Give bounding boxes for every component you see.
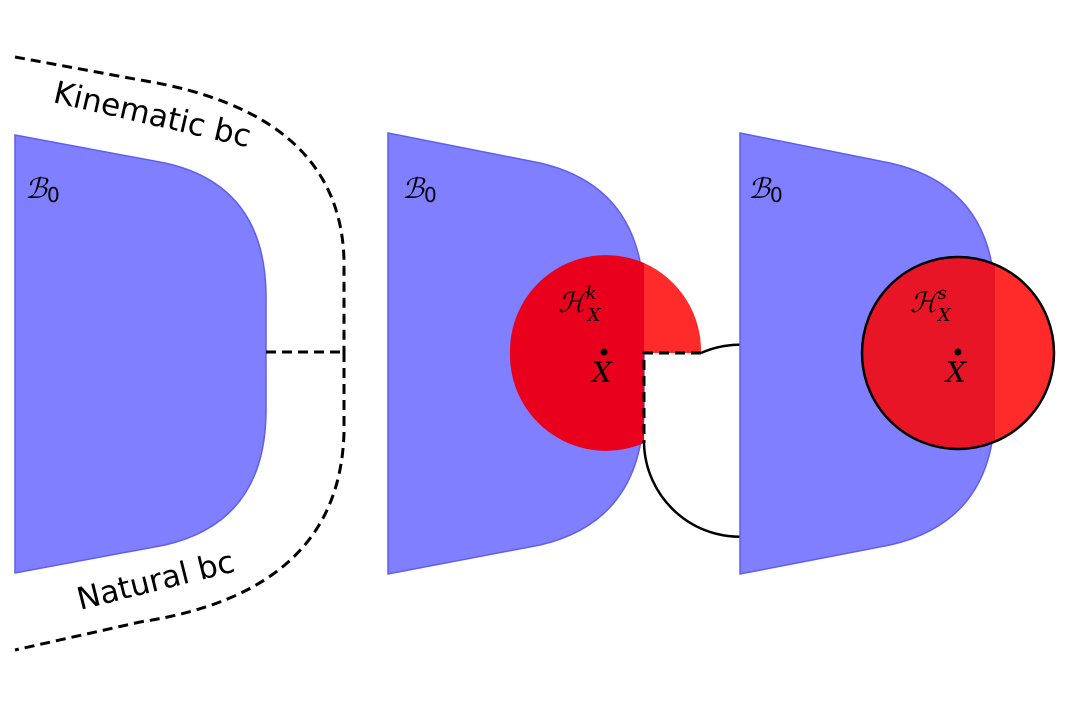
body-label-middle: ℬ0 [402, 172, 437, 207]
horizon-outside-body-right [995, 264, 1054, 442]
point-label-middle: X [590, 356, 613, 389]
horizon-symmetric-outline [860, 255, 1056, 451]
material-point-right [954, 348, 962, 356]
horizon-outside-body [644, 263, 702, 353]
kinematic-boundary-curve [14, 55, 346, 352]
kinematic-bc-label: Kinematic bc [50, 75, 254, 155]
point-label-right: X [944, 356, 967, 389]
horizon-cut-boundary [642, 351, 701, 443]
body-label-left: ℬ0 [25, 172, 60, 207]
horizon-inside-body [509, 255, 644, 451]
reference-body-left [14, 134, 267, 574]
body-label-right: ℬ0 [748, 172, 783, 207]
material-point-middle [600, 348, 608, 356]
panel-left: Kinematic bc Natural bc ℬ0 [14, 55, 346, 652]
horizon-inside-body-right [862, 257, 995, 449]
